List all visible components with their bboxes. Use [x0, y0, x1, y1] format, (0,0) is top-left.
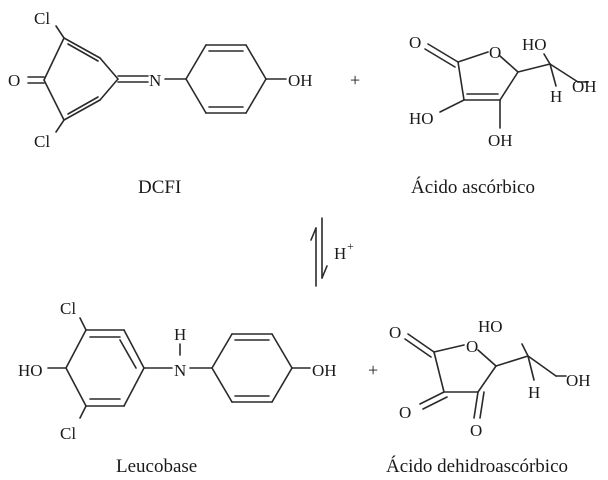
- dehydro-carbonyl-oxygen-1: O: [389, 323, 401, 342]
- plus-sign-bottom: +: [368, 360, 378, 380]
- equilibrium-arrows: [310, 217, 328, 287]
- leucobase-hydroxyl-right: OH: [312, 361, 337, 380]
- dehydro-carbonyl-oxygen-3: O: [470, 421, 482, 440]
- ascorbic-hydroxyl-left: HO: [409, 109, 434, 128]
- dehydroascorbic-acid-label: Ácido dehidroascórbico: [386, 455, 568, 477]
- dcfi-chlorine-top: Cl: [34, 9, 50, 28]
- plus-sign-top: +: [350, 70, 360, 90]
- leucobase-nitrogen: N: [174, 361, 186, 380]
- leucobase-hydroxyl-left: HO: [18, 361, 43, 380]
- ascorbic-acid-label: Ácido ascórbico: [411, 176, 535, 198]
- leucobase-label: Leucobase: [116, 456, 197, 477]
- dehydro-side-hydrogen: H: [528, 383, 540, 402]
- ascorbic-side-hydrogen: H: [550, 87, 562, 106]
- ascorbic-acid-structure: O O HO OH HO H OH: [409, 33, 597, 150]
- ascorbic-side-hydroxyl: HO: [522, 35, 547, 54]
- dcfi-quinone-ring: [43, 37, 119, 121]
- dehydro-side-hydroxyl: HO: [478, 317, 503, 336]
- dcfi-chlorine-bottom: Cl: [34, 132, 50, 151]
- dcfi-oxygen: O: [8, 71, 20, 90]
- leucobase-chlorine-bottom: Cl: [60, 424, 76, 443]
- ascorbic-terminal-hydroxyl: OH: [572, 77, 597, 96]
- ascorbic-hydroxyl-bottom: OH: [488, 131, 513, 150]
- leucobase-phenol-ring: [211, 333, 293, 403]
- dcfi-label: DCFI: [138, 177, 181, 198]
- dcfi-hydroxyl: OH: [288, 71, 313, 90]
- dcfi-structure: O Cl Cl N OH: [8, 9, 313, 151]
- leucobase-dichlorophenol-ring: [65, 329, 145, 407]
- ascorbic-ring-oxygen: O: [489, 43, 501, 62]
- leucobase-chlorine-top: Cl: [60, 299, 76, 318]
- dcfi-phenol-ring: [185, 44, 267, 114]
- dehydroascorbic-acid-structure: O O O O HO H OH: [389, 317, 591, 440]
- dehydro-terminal-hydroxyl: OH: [566, 371, 591, 390]
- dcfi-nitrogen: N: [149, 71, 161, 90]
- leucobase-amine-hydrogen: H: [174, 325, 186, 344]
- leucobase-structure: Cl Cl HO N H OH: [18, 299, 337, 443]
- dehydro-ring-oxygen: O: [466, 337, 478, 356]
- catalyst-hydrogen: H: [334, 244, 346, 263]
- catalyst-charge: +: [347, 239, 354, 253]
- ascorbic-carbonyl-oxygen: O: [409, 33, 421, 52]
- dehydro-carbonyl-oxygen-2: O: [399, 403, 411, 422]
